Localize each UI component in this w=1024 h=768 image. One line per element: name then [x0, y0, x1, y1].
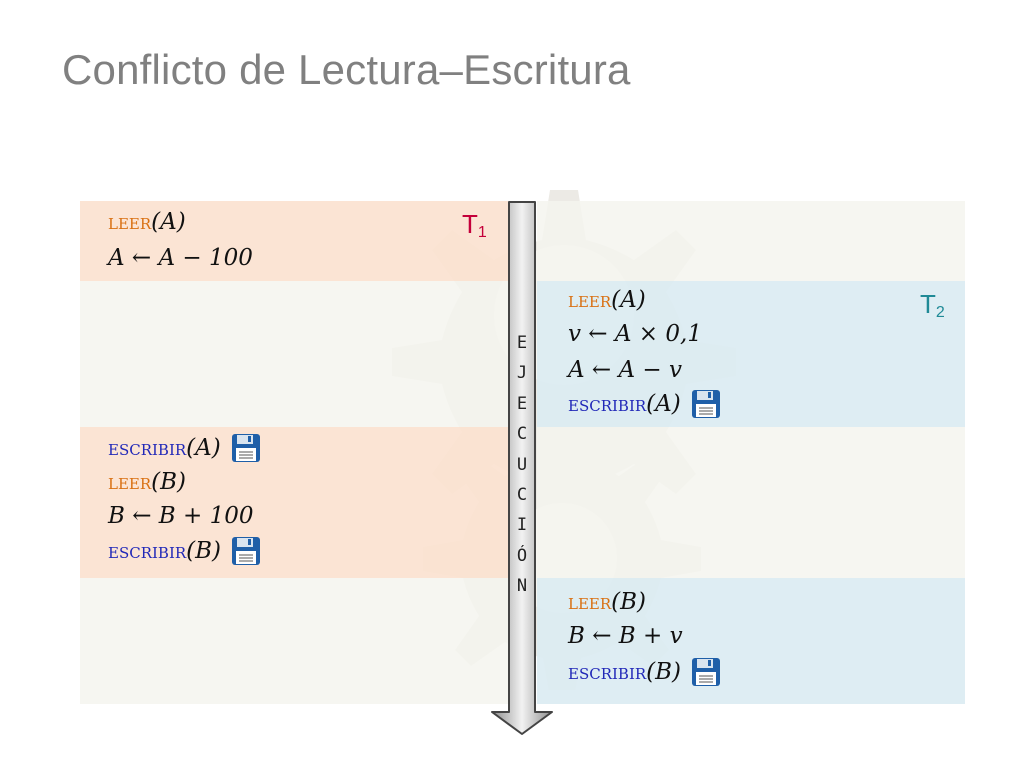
t1-leer-b: leer(B) [108, 469, 187, 495]
t2-assign-b: B ← B + v [568, 623, 683, 649]
floppy-disk-icon [692, 658, 721, 686]
floppy-disk-icon [691, 390, 720, 418]
floppy-disk-icon [232, 537, 261, 565]
t2-escribir-b: escribir(B) [568, 656, 721, 688]
t1-assign-a: A ← A − 100 [108, 245, 253, 271]
execution-label: E J E C U C I Ó N [516, 333, 528, 597]
t2-cell-2 [537, 281, 965, 427]
page-title: Conflicto de Lectura–Escritura [62, 46, 631, 93]
t1-leer-a: leer(A) [108, 209, 186, 235]
t1-assign-b: B ← B + 100 [108, 503, 254, 529]
floppy-disk-icon [231, 434, 260, 462]
t1-cell-1 [80, 201, 508, 281]
t2-leer-b: leer(B) [568, 589, 647, 615]
execution-arrow-icon [491, 201, 553, 735]
t1-escribir-b: escribir(B) [108, 535, 261, 567]
t2-escribir-a: escribir(A) [568, 388, 721, 420]
t2-cell-3 [537, 427, 965, 578]
t1-escribir-a: escribir(A) [108, 432, 261, 464]
t1-cell-3 [80, 427, 508, 578]
t2-cell-4 [537, 578, 965, 704]
t2-cell-1 [537, 201, 965, 281]
t1-label: T1 [462, 209, 487, 241]
t2-label: T2 [920, 289, 945, 321]
t2-assign-v: v ← A × 0,1 [568, 321, 702, 347]
t1-cell-4 [80, 578, 508, 704]
t2-assign-a: A ← A − v [568, 357, 683, 383]
t1-cell-2 [80, 281, 508, 427]
t2-leer-a: leer(A) [568, 287, 646, 313]
